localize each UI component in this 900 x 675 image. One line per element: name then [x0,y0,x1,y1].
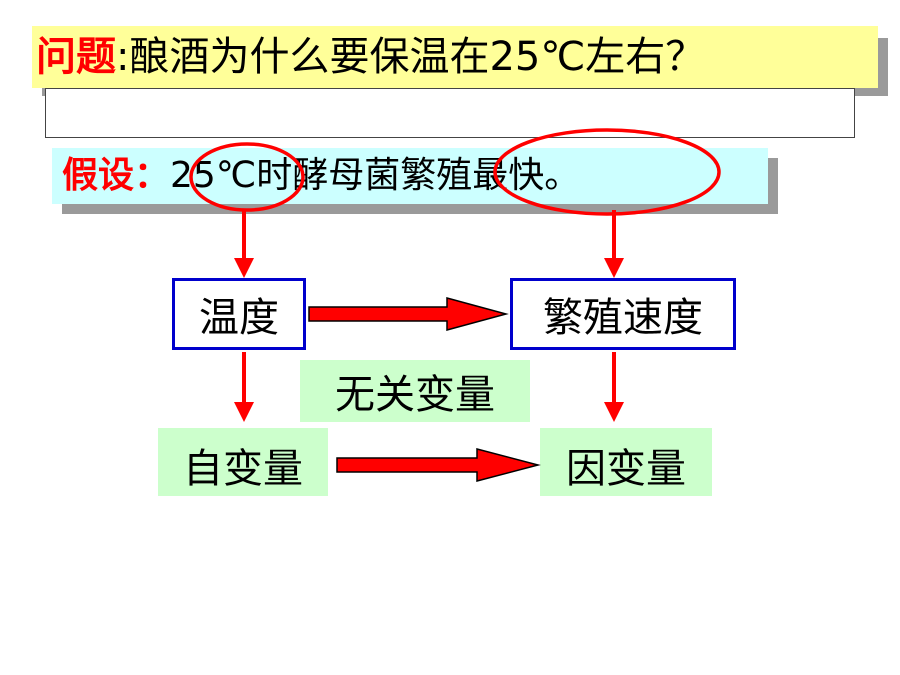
highlight-ellipse-fastest [493,128,721,216]
hypothesis-label: 假设： [62,155,171,196]
hypothesis-bar: 假设：25℃时酵母菌繁殖最快。 [52,148,768,204]
arrow-temperature-to-speed [308,297,509,331]
arrow-temperature-to-independent [234,352,254,422]
irrelevant-variable-label: 无关变量 [300,360,530,422]
question-bar: 问题:酿酒为什么要保温在25℃左右？ [32,26,878,88]
independent-variable-label: 自变量 [158,428,328,496]
highlight-ellipse-temperature [189,142,305,212]
arrow-independent-to-dependent [336,448,541,482]
question-label: 问题 [36,34,116,80]
reproduction-speed-box: 繁殖速度 [510,278,736,350]
answer-box [45,88,855,138]
temperature-box: 温度 [172,278,306,350]
hypothesis-text: 25℃时酵母菌繁殖最快。 [170,155,581,196]
dependent-variable-label: 因变量 [540,428,712,496]
arrow-hypothesis-to-temperature [234,210,254,278]
arrow-hypothesis-to-speed [604,210,624,278]
question-text: :酿酒为什么要保温在25℃左右？ [116,34,706,80]
arrow-speed-to-dependent [604,352,624,422]
